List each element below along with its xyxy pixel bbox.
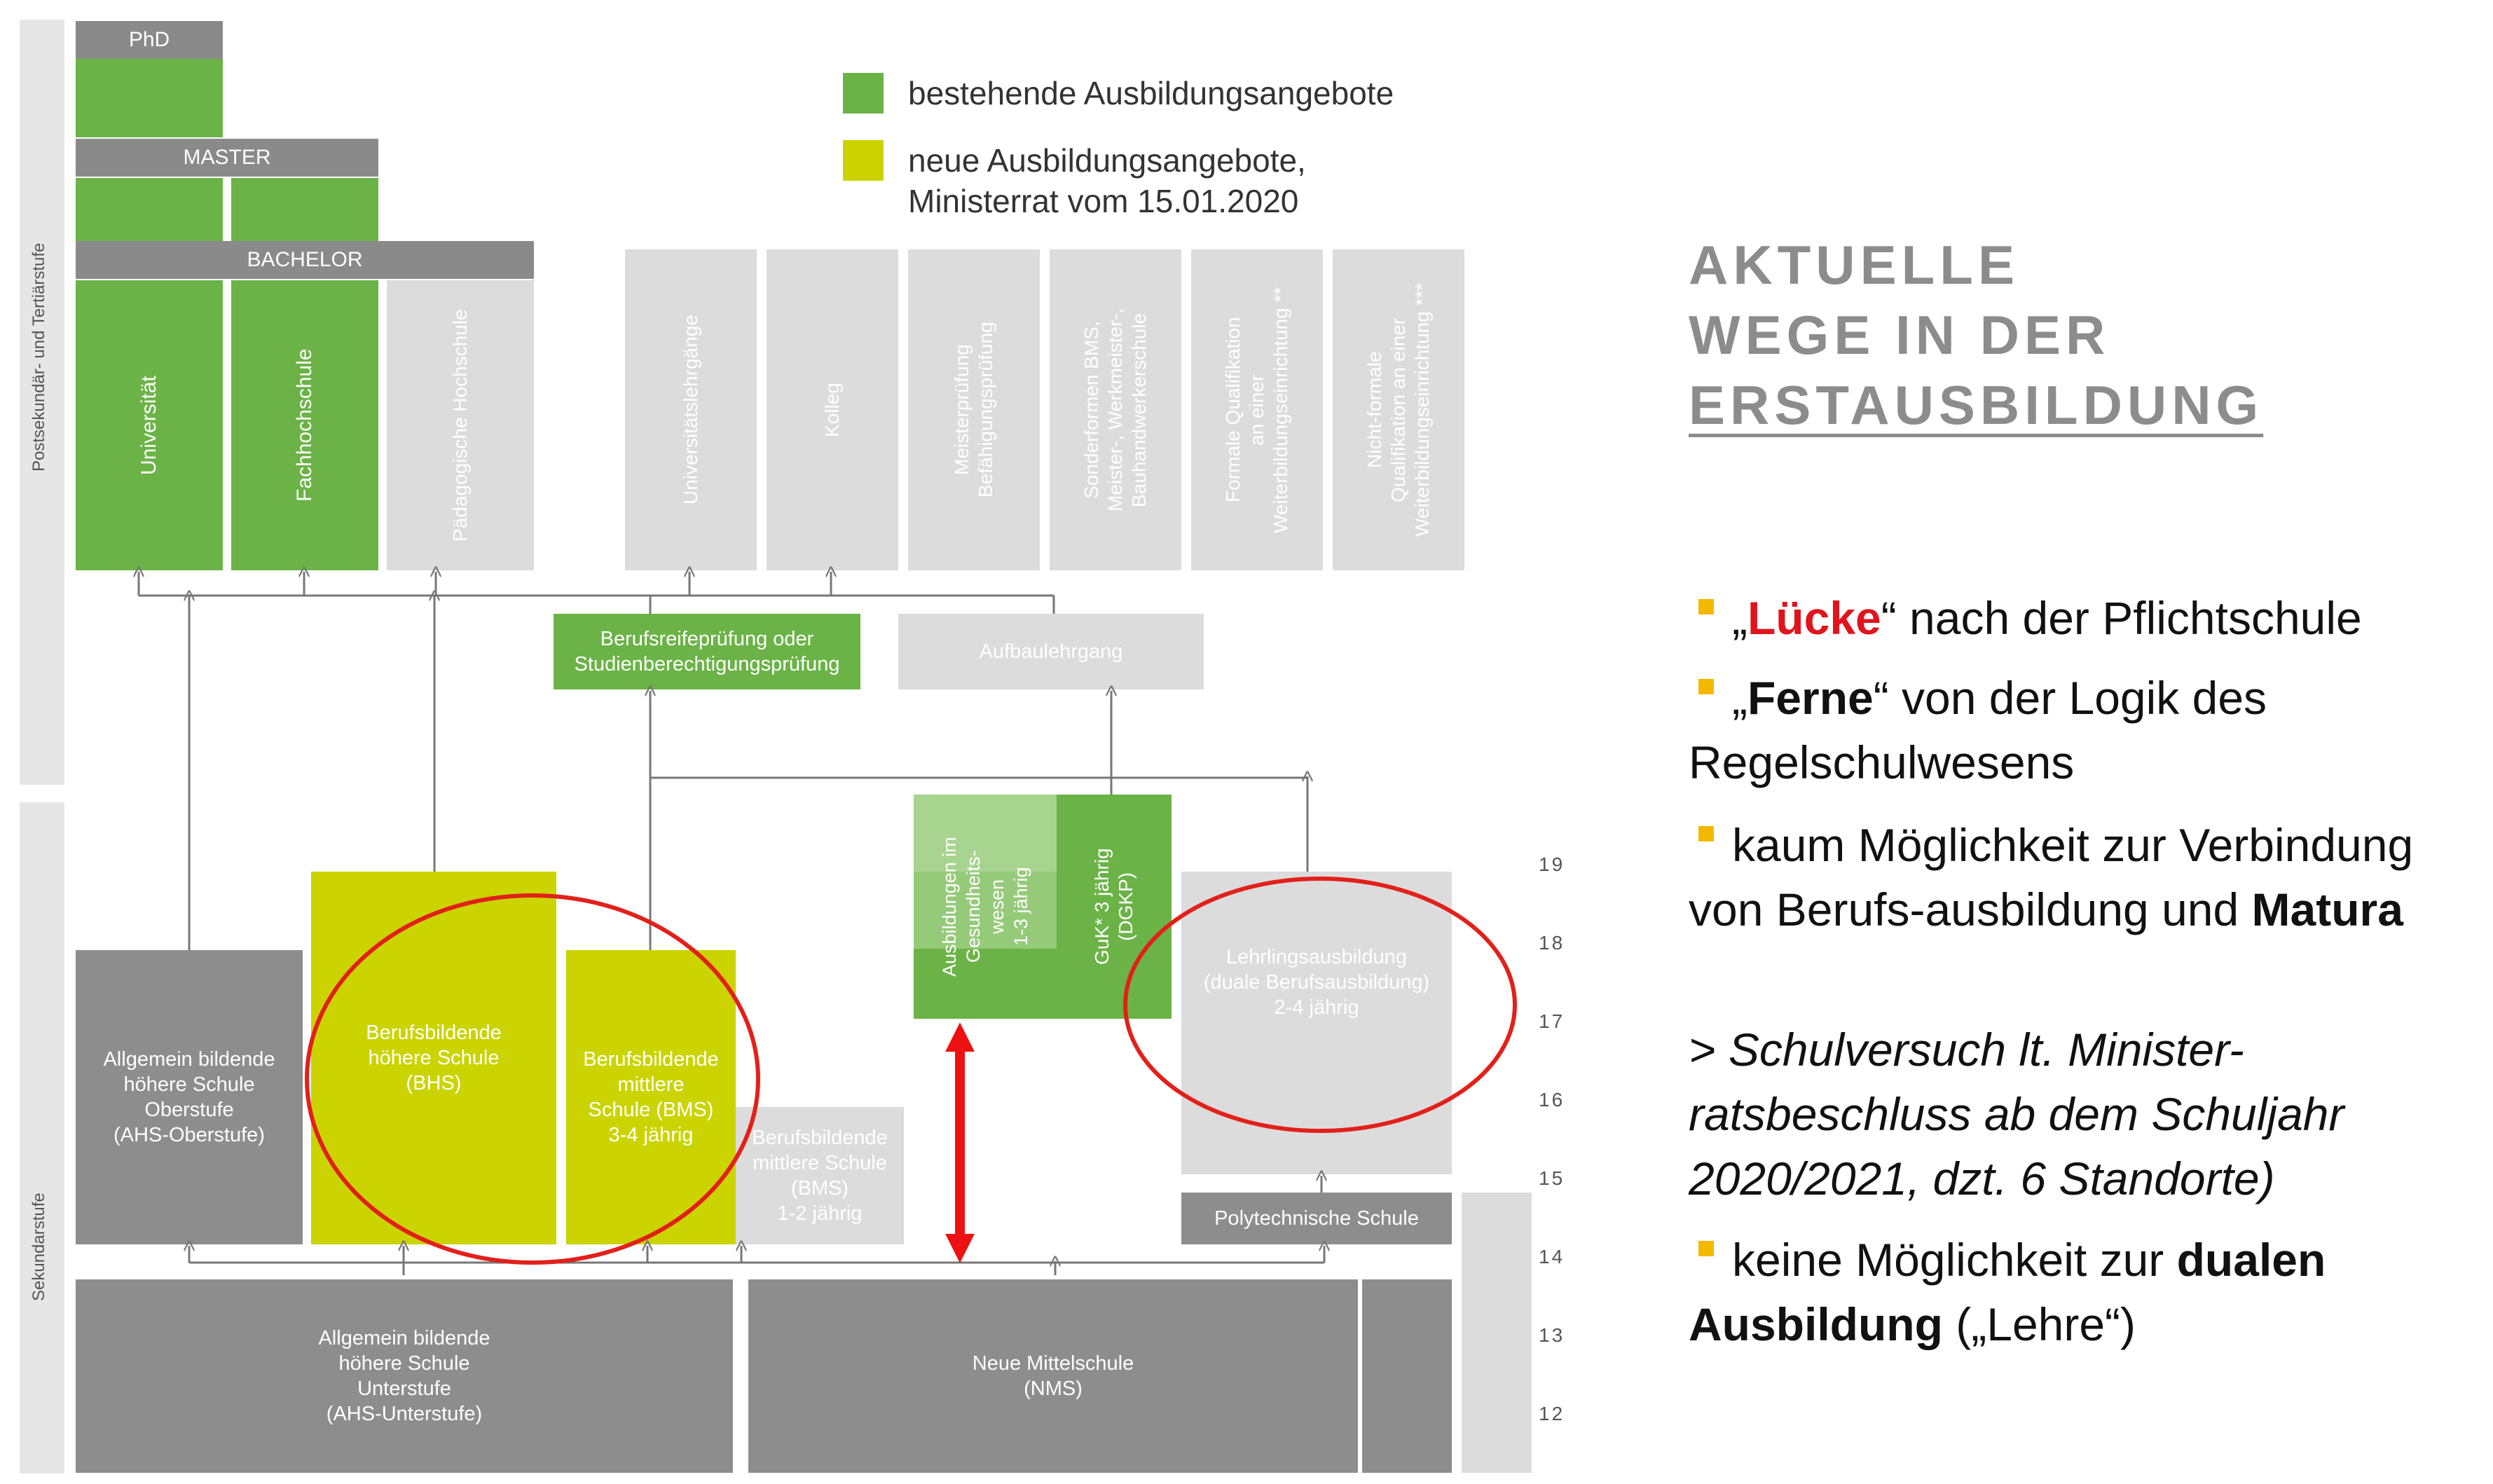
age-16: 16 — [1539, 1089, 1565, 1111]
ahs-unterstufe-block: Allgemein bildende höhere Schule Unterst… — [76, 1279, 733, 1473]
bullet-square-icon — [1698, 679, 1714, 694]
phd-bar: PhD — [76, 21, 223, 59]
gesundheit-top-block — [914, 795, 1057, 872]
age-18: 18 — [1539, 932, 1565, 954]
age-13: 13 — [1539, 1324, 1565, 1346]
bullet-duale-ausbildung: keine Möglichkeit zur dualen Ausbildung … — [1689, 1234, 2326, 1350]
bullet-matura: kaum Möglichkeit zur Verbindung von Beru… — [1689, 819, 2414, 935]
bullet-square-icon — [1698, 599, 1714, 614]
legend-existing-swatch — [843, 73, 884, 114]
age-12: 12 — [1539, 1403, 1565, 1424]
bullet-square-icon — [1698, 826, 1714, 841]
panel-title-line-2: WEGE IN DER — [1689, 304, 2110, 366]
phd-block — [76, 59, 223, 137]
bullet-ferne: „Ferne“ von der Logik des Regelschulwese… — [1689, 672, 2267, 788]
ahs-oberstufe-block: Allgemein bildende höhere Schule Oberstu… — [76, 950, 303, 1244]
nms-block: Neue Mittelschule (NMS) — [748, 1279, 1358, 1473]
bms-short-block: Berufsbildende mittlere Schule (BMS) 1-2… — [736, 1107, 904, 1244]
secondary-stripe — [20, 802, 64, 1473]
legend-new-swatch — [843, 140, 884, 181]
berufsreifepruefung-block: Berufsreifeprüfung oder Studienberechtig… — [554, 614, 860, 689]
age-17: 17 — [1539, 1010, 1565, 1032]
gesundheit-foot-block — [914, 949, 1057, 1019]
lehrlingsausbildung-block: Lehrlingsausbildung (duale Berufsausbild… — [1181, 872, 1452, 1174]
master-bar: MASTER — [76, 139, 378, 177]
small-gray-block — [1362, 1279, 1452, 1473]
info-panel: AKTUELLE WEGE IN DER ERSTAUSBILDUNG „Lüc… — [1689, 0, 2493, 1484]
panel-title-line-3: ERSTAUSBILDUNG — [1689, 374, 2264, 436]
panel-title-line-1: AKTUELLE — [1689, 234, 2019, 296]
aufbaulehrgang-block: Aufbaulehrgang — [898, 614, 1204, 689]
education-system-diagram: Postsekundär- und Tertiärstufe Sekundars… — [0, 0, 1563, 1473]
gesundheit-mid-block — [914, 872, 1057, 949]
polytechnische-schule-block: Polytechnische Schule — [1181, 1193, 1452, 1244]
right-gray-column — [1462, 1193, 1532, 1473]
age-14: 14 — [1539, 1246, 1565, 1267]
bullet-square-icon — [1698, 1241, 1714, 1256]
tertiary-stripe — [20, 20, 64, 785]
legend-new-label: neue Ausbildungsangebote, Ministerrat vo… — [908, 142, 1306, 219]
legend-existing-label: bestehende Ausbildungsangebote — [908, 75, 1394, 111]
age-19: 19 — [1539, 853, 1565, 875]
connector-overlay — [0, 0, 1517, 1275]
bhs-block: Berufsbildende höhere Schule (BHS) — [311, 872, 556, 1244]
bachelor-bar: BACHELOR — [76, 241, 534, 279]
master-fh-block — [231, 178, 378, 241]
bullet-luecke: „Lücke“ nach der Pflichtschule — [1689, 586, 2487, 650]
highlight-circle-lehre — [1123, 877, 1517, 1133]
highlight-circle-bhs-bms — [305, 893, 760, 1265]
bullet-schulversuch: > Schulversuch lt. Minister-ratsbeschlus… — [1689, 1024, 2344, 1204]
master-uni-block — [76, 178, 223, 241]
age-15: 15 — [1539, 1167, 1565, 1189]
